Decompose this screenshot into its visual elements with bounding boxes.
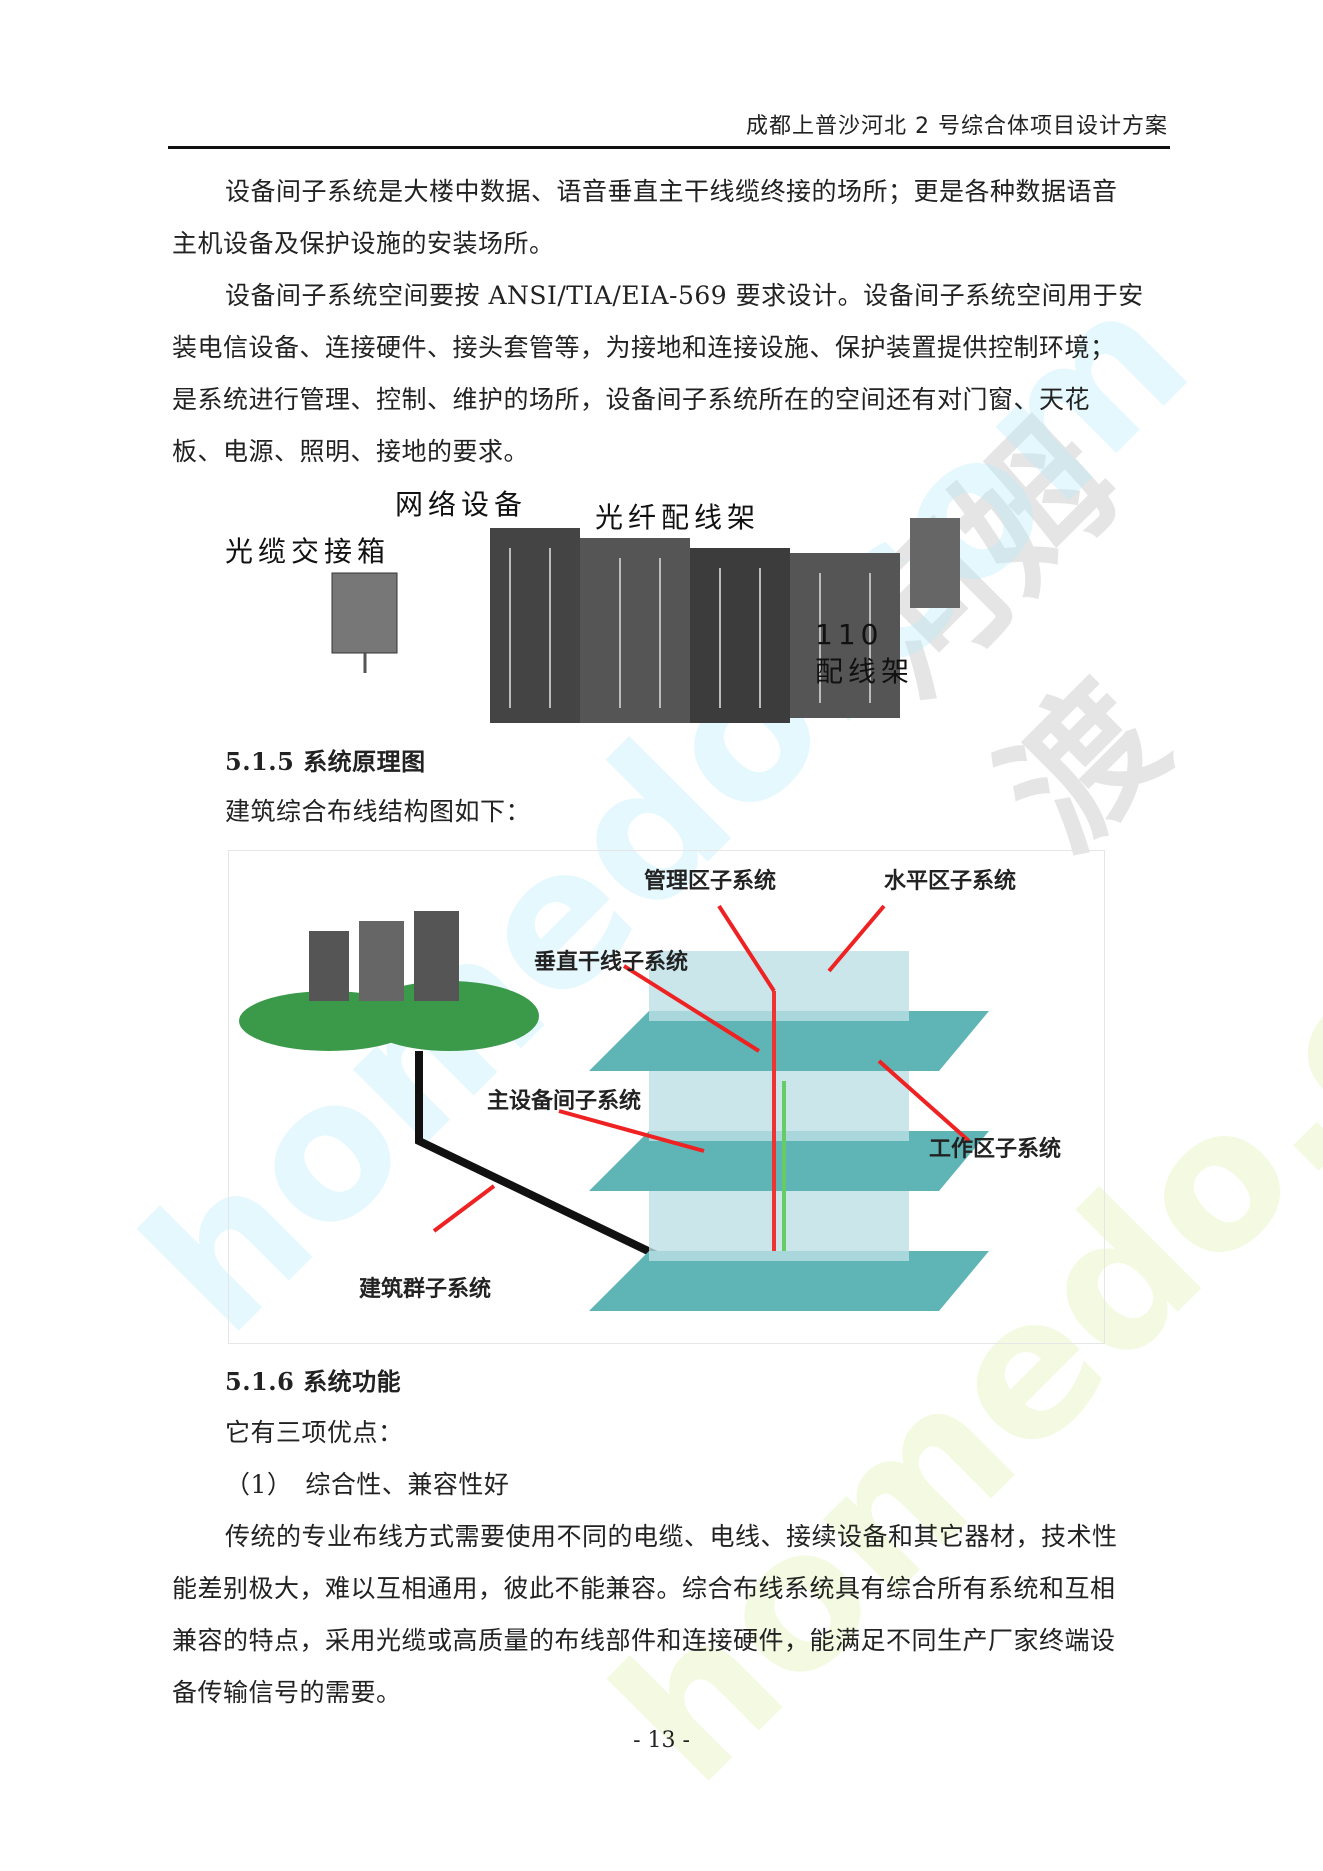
label-campus-subsystem: 建筑群子系统 [359, 1277, 492, 1302]
paragraph-line: 它有三项优点： [225, 1418, 404, 1447]
label-work-area-subsystem: 工作区子系统 [929, 1137, 1062, 1162]
paragraph-line: 能差别极大，难以互相通用，彼此不能兼容。综合布线系统具有综合所有系统和互相 [172, 1574, 1116, 1603]
label-110-number: 110 [815, 618, 884, 651]
cabling-structure-diagram: 管理区子系统 水平区子系统 垂直干线子系统 主设备间子系统 工作区子系统 建筑群… [228, 850, 1105, 1344]
header-rule [168, 146, 1170, 149]
section-heading-5-1-5: 5.1.5 系统原理图 [225, 747, 426, 776]
paragraph-line: 是系统进行管理、控制、维护的场所，设备间子系统所在的空间还有对门窗、天花 [172, 385, 1091, 414]
label-network-equipment: 网络设备 [395, 488, 528, 521]
paragraph-line: 装电信设备、连接硬件、接头套管等，为接地和连接设施、保护装置提供控制环境； [172, 333, 1116, 362]
list-item-1: （1） 综合性、兼容性好 [225, 1470, 510, 1499]
equipment-racks-illustration [331, 518, 960, 723]
label-management-subsystem: 管理区子系统 [644, 869, 777, 894]
paragraph-line: 设备间子系统是大楼中数据、语音垂直主干线缆终接的场所；更是各种数据语音 [225, 177, 1118, 206]
label-fiber-frame: 光纤配线架 [595, 501, 761, 534]
label-110-frame: 配线架 [815, 655, 915, 688]
paragraph-line: 设备间子系统空间要按 ANSI/TIA/EIA-569 要求设计。设备间子系统空… [225, 281, 1144, 310]
running-header: 成都上普沙河北 2 号综合体项目设计方案 [746, 114, 1168, 139]
paragraph-line: 兼容的特点，采用光缆或高质量的布线部件和连接硬件，能满足不同生产厂家终端设 [172, 1626, 1116, 1655]
section-heading-5-1-6: 5.1.6 系统功能 [225, 1367, 402, 1396]
label-vertical-subsystem: 垂直干线子系统 [534, 950, 689, 975]
label-horizontal-subsystem: 水平区子系统 [884, 869, 1017, 894]
paragraph-line: 主机设备及保护设施的安装场所。 [172, 229, 555, 258]
page-number: - 13 - [633, 1728, 690, 1753]
paragraph-line: 板、电源、照明、接地的要求。 [172, 437, 530, 466]
label-equipment-subsystem: 主设备间子系统 [487, 1089, 642, 1114]
figure-intro: 建筑综合布线结构图如下： [225, 797, 532, 826]
cabling-diagram-graphic [239, 904, 989, 1311]
paragraph-line: 传统的专业布线方式需要使用不同的电缆、电线、接续设备和其它器材，技术性 [225, 1522, 1118, 1551]
paragraph-line: 备传输信号的需要。 [172, 1678, 402, 1707]
equipment-room-figure: 网络设备 光纤配线架 光缆交接箱 110 配线架 [220, 478, 960, 733]
label-cable-box: 光缆交接箱 [225, 535, 391, 568]
